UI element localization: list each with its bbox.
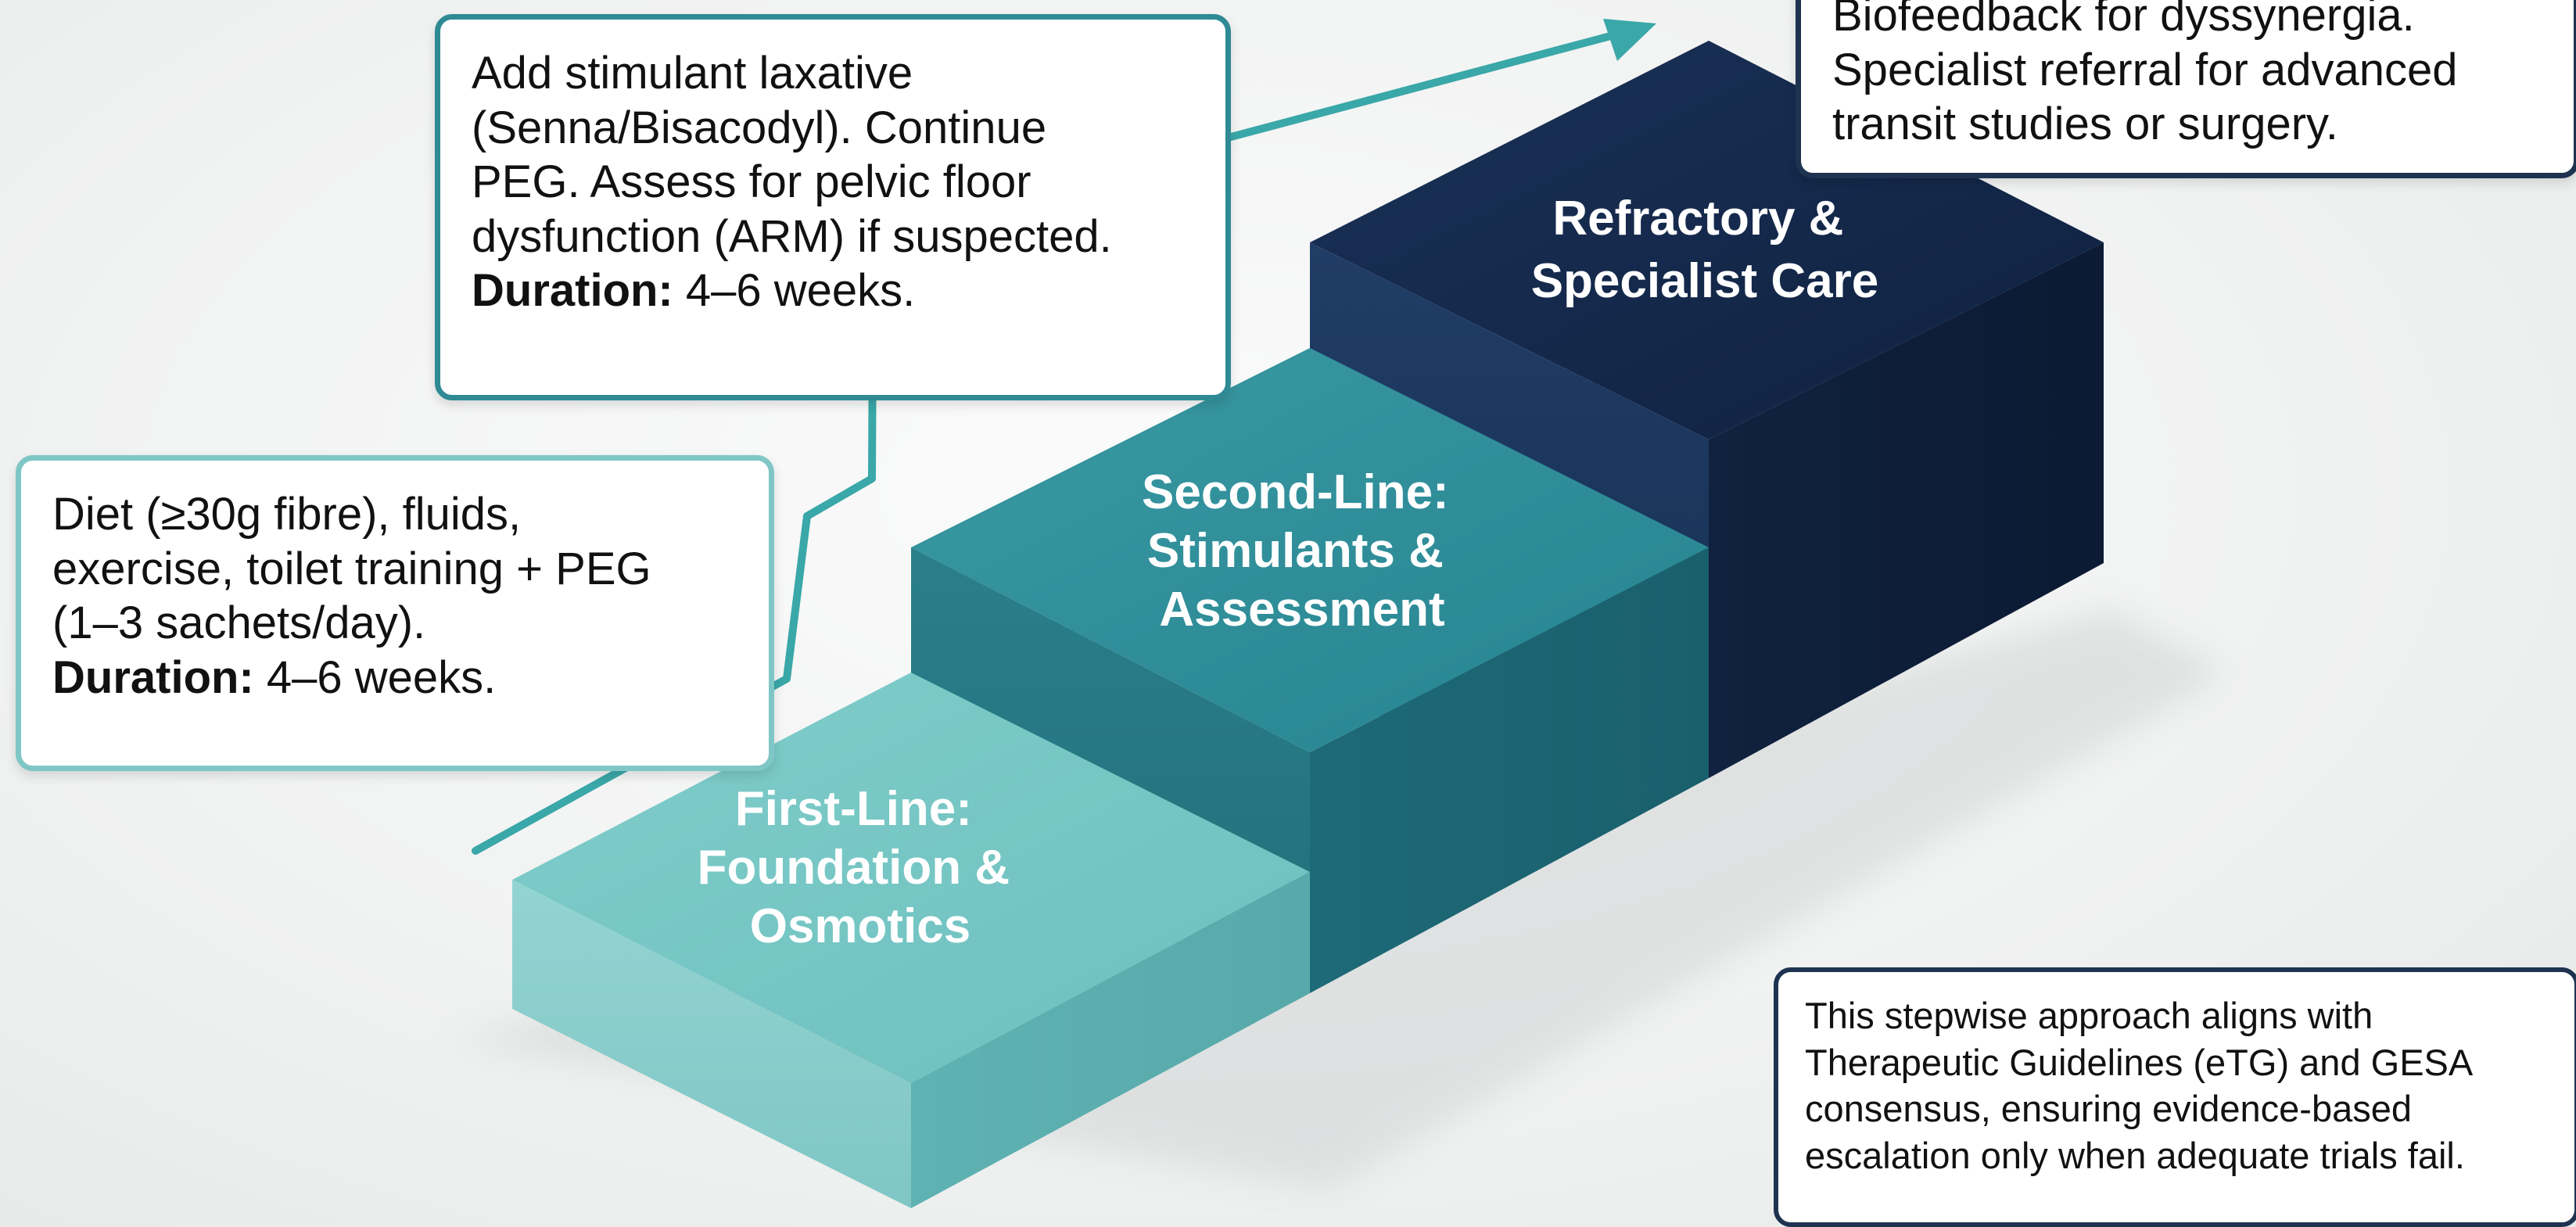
note-line-2: Therapeutic Guidelines (eTG) and GESA <box>1805 1041 2474 1083</box>
callout-refractory-text-3: transit studies or surgery. <box>1832 99 2338 150</box>
step-block-first-line <box>512 673 1310 1208</box>
step-label-refractory-line-1: Refractory & <box>1552 192 1843 246</box>
duration-label: Duration: <box>52 651 254 703</box>
step-label-first-line-3: Osmotics <box>750 899 971 953</box>
callout-second-line-duration: Duration: 4–6 weeks. <box>472 264 1194 318</box>
note-line-4: escalation only when adequate trials fai… <box>1805 1135 2465 1177</box>
callout-second-line-text-3: PEG. Assess for pelvic floor <box>472 156 1031 208</box>
duration-value: 4–6 weeks. <box>673 265 916 317</box>
step-label-second-line-1: Second-Line: <box>1142 465 1449 519</box>
callout-refractory-text-1: Biofeedback for dyssynergia. <box>1832 0 2415 41</box>
step-label-second-line-2: Stimulants & <box>1147 524 1444 578</box>
step-label-first: First-Line: Foundation & Osmotics <box>698 782 1024 953</box>
duration-value: 4–6 weeks. <box>253 651 497 703</box>
duration-label: Duration: <box>472 265 673 317</box>
step-label-second: Second-Line: Stimulants & Assessment <box>1142 465 1462 637</box>
callout-second-line-text-1: Add stimulant laxative <box>472 48 913 99</box>
step-label-refractory: Refractory & Specialist Care <box>1531 192 1879 308</box>
callout-second-line-text-2: (Senna/Bisacodyl). Continue <box>472 102 1047 153</box>
callout-first-line: Diet (≥30g fibre), fluids, exercise, toi… <box>16 455 774 771</box>
callout-second-line: Add stimulant laxative (Senna/Bisacodyl)… <box>435 14 1231 400</box>
step-label-refractory-line-2: Specialist Care <box>1531 254 1879 308</box>
callout-second-line-text-4: dysfunction (ARM) if suspected. <box>472 210 1112 262</box>
callout-first-line-text-3: (1–3 sachets/day). <box>52 597 426 649</box>
step-label-first-line-2: Foundation & <box>698 841 1010 895</box>
callout-first-line-duration: Duration: 4–6 weeks. <box>52 651 737 705</box>
guidelines-note: This stepwise approach aligns with Thera… <box>1774 967 2576 1227</box>
callout-refractory: Biofeedback for dyssynergia. Specialist … <box>1796 0 2576 178</box>
step-label-second-line-3: Assessment <box>1159 583 1444 637</box>
note-line-3: consensus, ensuring evidence-based <box>1805 1088 2413 1130</box>
note-line-1: This stepwise approach aligns with <box>1805 995 2373 1036</box>
callout-refractory-text-2: Specialist referral for advanced <box>1832 44 2458 95</box>
step-label-first-line-1: First-Line: <box>735 782 972 836</box>
callout-first-line-text-1: Diet (≥30g fibre), fluids, <box>52 489 522 540</box>
callout-first-line-text-2: exercise, toilet training + PEG <box>52 543 651 594</box>
